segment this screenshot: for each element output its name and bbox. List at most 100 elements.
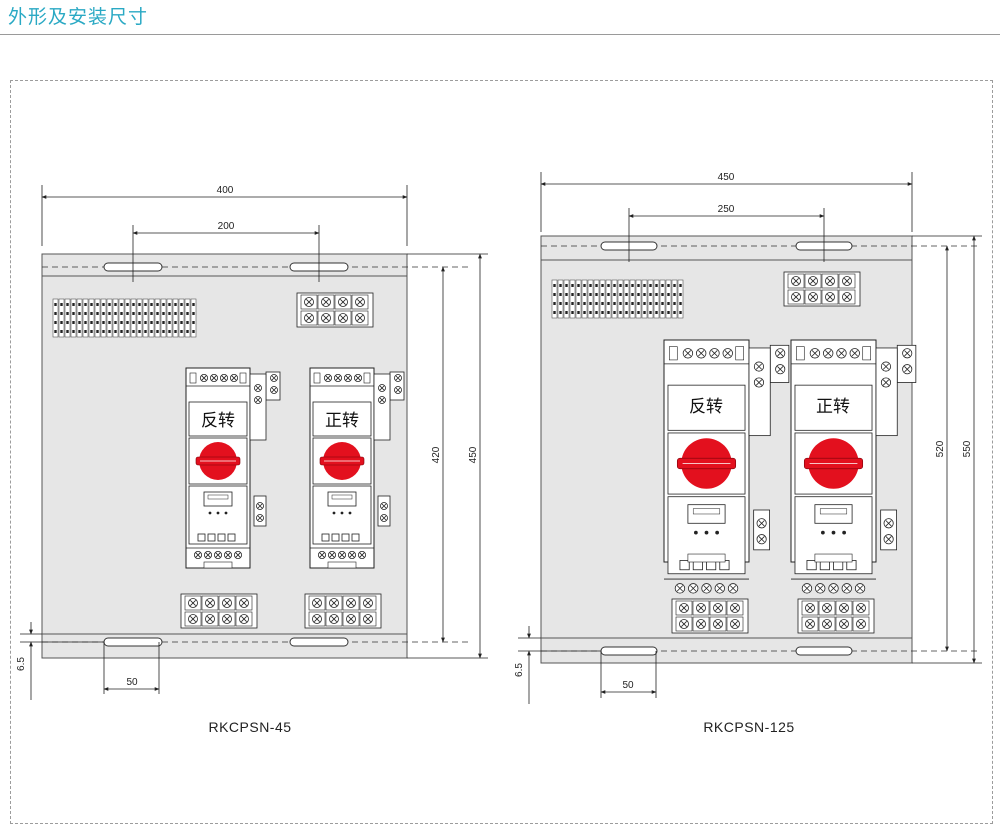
right-dim-hole-height: 520 — [935, 440, 946, 457]
screw-icon — [363, 598, 373, 608]
screw-icon — [883, 518, 894, 529]
screw-icon — [839, 603, 849, 613]
screw-icon — [902, 364, 913, 375]
screw-icon — [902, 348, 913, 359]
screw-icon — [753, 361, 765, 372]
right-dim-edge: 6.5 — [514, 663, 525, 677]
screw-icon — [753, 377, 765, 388]
screw-icon — [805, 603, 815, 613]
screw-icon — [682, 348, 694, 359]
screw-icon — [347, 551, 356, 560]
right-dim-height: 550 — [962, 440, 973, 457]
left-unit-reverse-label: 反转 — [201, 411, 235, 431]
screw-icon — [321, 313, 331, 323]
screw-icon — [808, 276, 818, 286]
screw-icon — [825, 276, 835, 286]
screw-icon — [713, 603, 723, 613]
screw-icon — [828, 583, 839, 594]
right-dim-width: 450 — [718, 172, 735, 183]
rotary-switch-icon — [803, 438, 864, 489]
unit-button-icon — [806, 560, 817, 571]
screw-icon — [205, 614, 215, 624]
unit-button-icon — [197, 533, 206, 542]
lcd-display-icon — [814, 504, 853, 535]
screw-icon — [329, 614, 339, 624]
left-dim-edge: 6.5 — [16, 657, 27, 671]
screw-icon — [346, 614, 356, 624]
screw-icon — [836, 348, 847, 359]
left-controller-unit-reverse: 反转 — [185, 367, 281, 569]
screw-icon — [304, 313, 314, 323]
screw-icon — [730, 619, 740, 629]
screw-icon — [808, 292, 818, 302]
screw-icon — [270, 386, 278, 394]
screw-icon — [239, 598, 249, 608]
screw-icon — [363, 614, 373, 624]
screw-icon — [839, 619, 849, 629]
unit-button-icon — [331, 533, 340, 542]
screw-icon — [254, 384, 262, 392]
screw-icon — [213, 551, 222, 560]
screw-icon — [713, 619, 723, 629]
screw-icon — [856, 619, 866, 629]
screw-icon — [805, 619, 815, 629]
rotary-switch-icon — [195, 442, 241, 480]
left-terminal-block-bottom-b — [304, 593, 382, 629]
screw-icon — [219, 373, 228, 382]
screw-icon — [380, 502, 388, 510]
screw-icon — [193, 551, 202, 560]
left-dim-hole-offset: 50 — [126, 677, 138, 688]
screw-icon — [701, 583, 712, 594]
screw-icon — [355, 313, 365, 323]
screw-icon — [270, 374, 278, 382]
screw-icon — [791, 276, 801, 286]
unit-button-icon — [217, 533, 226, 542]
unit-button-icon — [351, 533, 360, 542]
screw-icon — [343, 373, 352, 382]
screw-icon — [714, 583, 725, 594]
right-terminal-rail — [551, 279, 684, 319]
screw-icon — [849, 348, 860, 359]
screw-icon — [394, 374, 402, 382]
screw-icon — [321, 297, 331, 307]
screw-icon — [756, 518, 767, 529]
left-dim-width: 400 — [217, 185, 234, 196]
left-mount-slot-bottom-b — [289, 637, 349, 647]
screw-icon — [223, 551, 232, 560]
screw-icon — [333, 373, 342, 382]
screw-icon — [696, 603, 706, 613]
screw-icon — [338, 297, 348, 307]
screw-icon — [688, 583, 699, 594]
screw-icon — [233, 551, 242, 560]
screw-icon — [378, 396, 386, 404]
right-terminal-block-bottom-b — [797, 598, 875, 634]
screw-icon — [883, 534, 894, 545]
screw-icon — [854, 583, 866, 594]
screw-icon — [823, 348, 834, 359]
screw-icon — [327, 551, 336, 560]
screw-icon — [199, 373, 208, 382]
right-enclosure: 反转 正转 450 250 520 550 6.5 50 RKCPSN — [514, 172, 982, 735]
screw-icon — [679, 619, 689, 629]
title-divider — [0, 34, 1000, 35]
screw-icon — [355, 297, 365, 307]
screw-icon — [329, 598, 339, 608]
screw-icon — [856, 603, 866, 613]
screw-icon — [229, 373, 238, 382]
right-controller-unit-reverse: 反转 — [663, 339, 790, 594]
screw-icon — [709, 348, 720, 359]
screw-icon — [880, 377, 892, 388]
screw-icon — [188, 614, 198, 624]
right-mount-slot-bottom-a — [600, 646, 658, 656]
rotary-switch-icon — [319, 442, 365, 480]
screw-icon — [679, 603, 689, 613]
screw-icon — [378, 384, 386, 392]
right-terminal-block-bottom-a — [671, 598, 749, 634]
screw-icon — [775, 348, 786, 359]
screw-icon — [188, 598, 198, 608]
screw-icon — [337, 551, 346, 560]
left-mount-slot-bottom-a — [103, 637, 163, 647]
page-title: 外形及安装尺寸 — [8, 6, 149, 28]
screw-icon — [775, 364, 786, 375]
screw-icon — [809, 348, 821, 359]
